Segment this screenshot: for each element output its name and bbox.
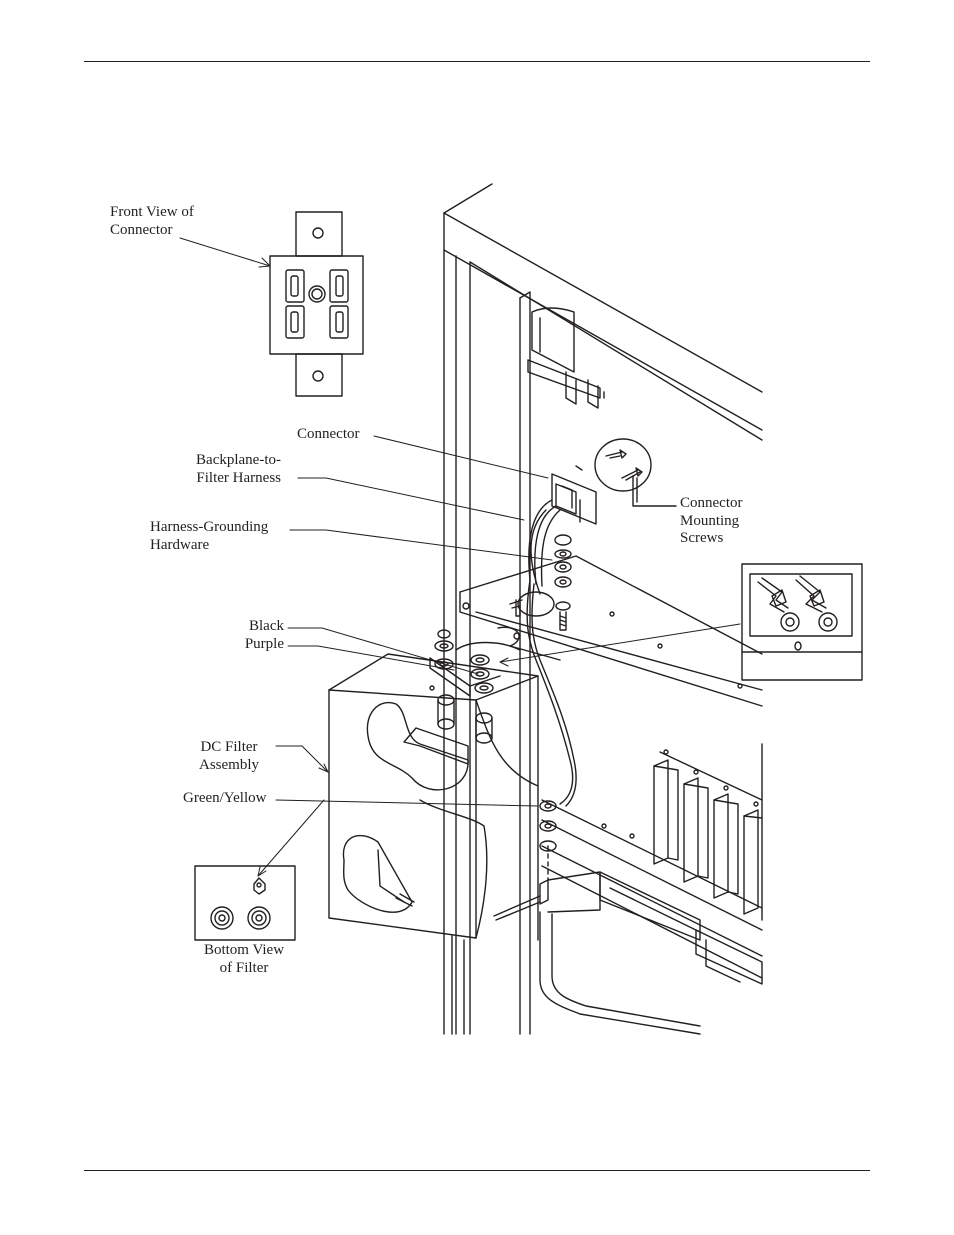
- backplane-harness-line-1: Backplane-to-: [196, 452, 281, 468]
- connector-mounting-screws-label: Connector Mounting Screws: [680, 495, 742, 548]
- bottom-view-line-2: of Filter: [219, 959, 269, 976]
- mounting-screws-detail: [594, 438, 677, 507]
- connector-front-view: [269, 211, 364, 397]
- backplane-harness-line-2: Filter Harness: [196, 469, 281, 486]
- wire-harness: [526, 499, 577, 807]
- front-view-line-1: Front View of: [110, 204, 194, 220]
- installed-connector: [551, 465, 597, 525]
- leader-lines: [179, 237, 741, 877]
- ground-hardware: [493, 800, 601, 921]
- dc-filter-line-1: DC Filter: [200, 739, 258, 755]
- backplane-harness-label: Backplane-to- Filter Harness: [170, 452, 281, 487]
- green-yellow-wire-label: Green/Yellow: [183, 790, 266, 808]
- harness-grounding-line-2: Hardware: [150, 536, 210, 553]
- connector-label: Connector: [297, 426, 359, 444]
- dc-filter-line-2: Assembly: [199, 756, 259, 773]
- screws-line-3: Screws: [680, 530, 724, 546]
- harness-grounding-label: Harness-Grounding Hardware: [150, 519, 268, 554]
- dc-filter-assembly-label: DC Filter Assembly: [184, 739, 274, 774]
- lower-rails: [539, 799, 763, 1035]
- front-view-line-2: Connector: [110, 221, 173, 238]
- dc-filter-box: [328, 653, 539, 1035]
- screws-line-2: Mounting: [680, 512, 740, 529]
- screws-line-1: Connector: [680, 495, 743, 511]
- black-text: Black: [249, 618, 284, 634]
- terminal-detail-inset: [741, 563, 863, 681]
- purple-wire-label: Purple: [200, 636, 284, 654]
- cross-bracket: [459, 555, 763, 707]
- harness-grounding-stack: [554, 534, 572, 631]
- header-rule: [84, 61, 870, 62]
- green-yellow-text: Green/Yellow: [183, 790, 267, 806]
- chassis-frame: [443, 183, 763, 1035]
- ribbon-cable: [527, 307, 605, 409]
- front-view-of-connector-label: Front View of Connector: [110, 204, 194, 239]
- filter-terminal-stack: [429, 629, 521, 697]
- circuit-cards: [653, 743, 763, 921]
- bottom-view-of-filter-label: Bottom View of Filter: [190, 942, 298, 977]
- black-wire-label: Black: [200, 618, 284, 636]
- connector-text: Connector: [297, 426, 360, 442]
- bottom-view-line-1: Bottom View: [203, 942, 285, 958]
- harness-grounding-line-1: Harness-Grounding: [150, 519, 269, 535]
- purple-text: Purple: [244, 636, 284, 652]
- footer-rule: [84, 1170, 870, 1171]
- filter-bottom-view: [194, 865, 296, 941]
